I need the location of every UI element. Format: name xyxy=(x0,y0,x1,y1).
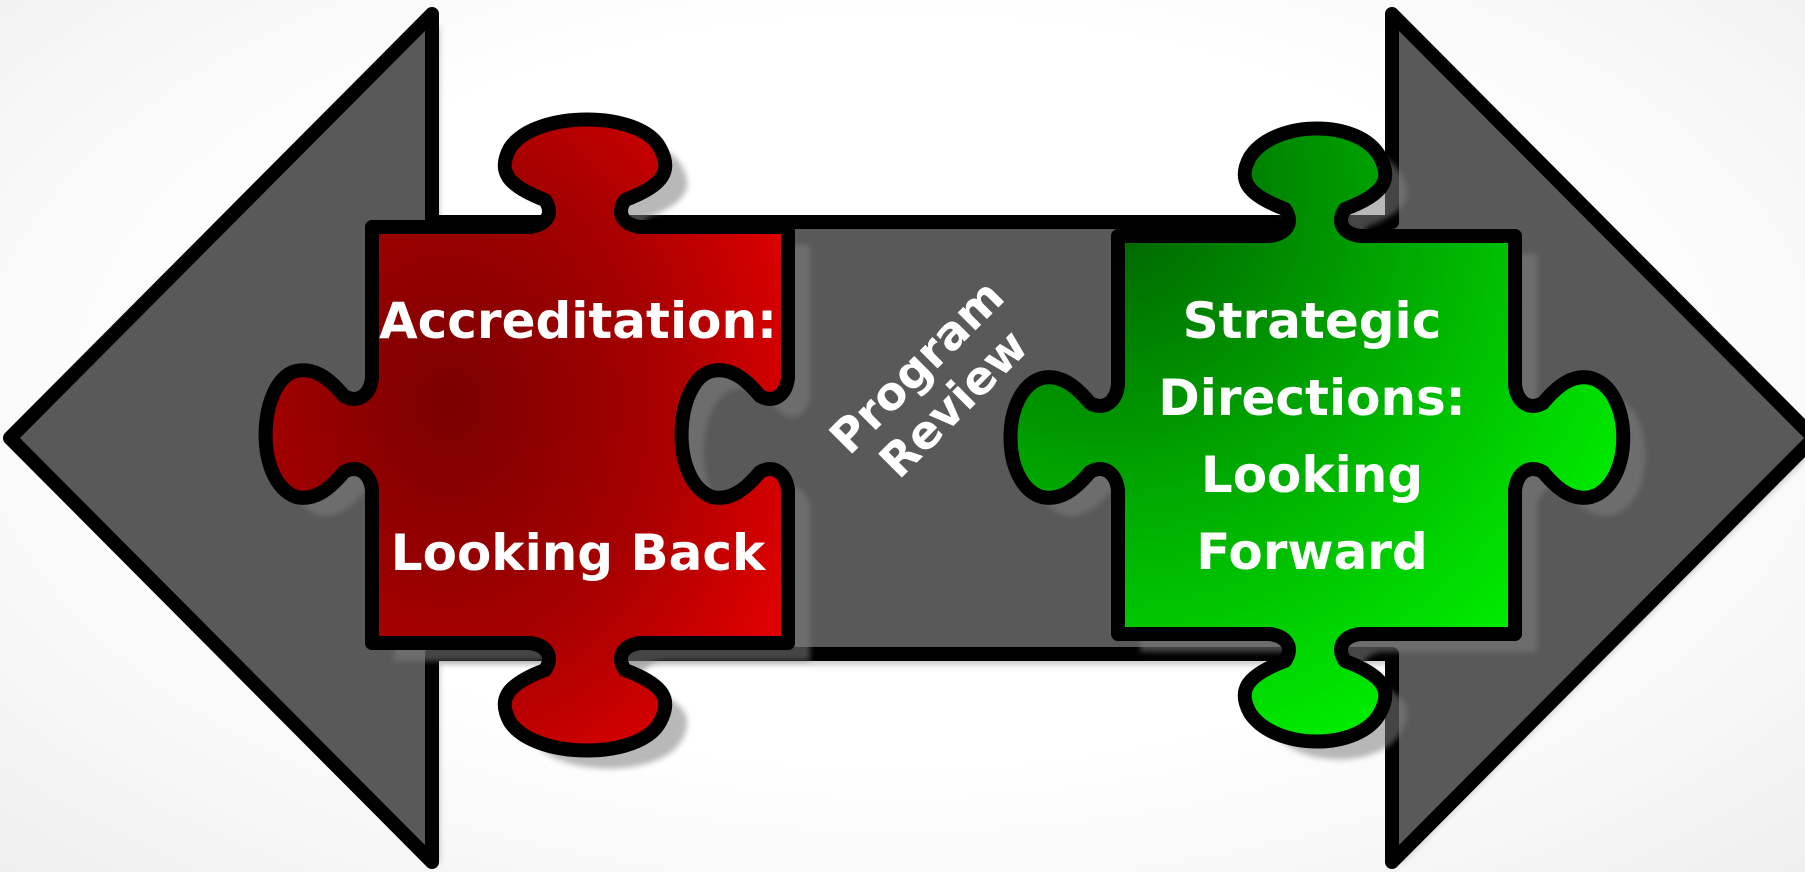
left-piece-subtitle: Looking Back xyxy=(391,524,767,582)
red-puzzle-piece-body xyxy=(258,112,795,758)
right-piece-line2: Directions: xyxy=(1158,369,1466,427)
green-puzzle-piece: Strategic Directions: Looking Forward xyxy=(1003,121,1646,760)
green-puzzle-piece-body xyxy=(1003,121,1631,749)
red-puzzle-piece: Accreditation: Looking Back xyxy=(258,112,810,769)
left-piece-title: Accreditation: xyxy=(379,292,777,350)
right-piece-line4: Forward xyxy=(1196,523,1428,581)
right-piece-line1: Strategic xyxy=(1183,292,1442,350)
right-piece-line3: Looking xyxy=(1201,446,1423,504)
